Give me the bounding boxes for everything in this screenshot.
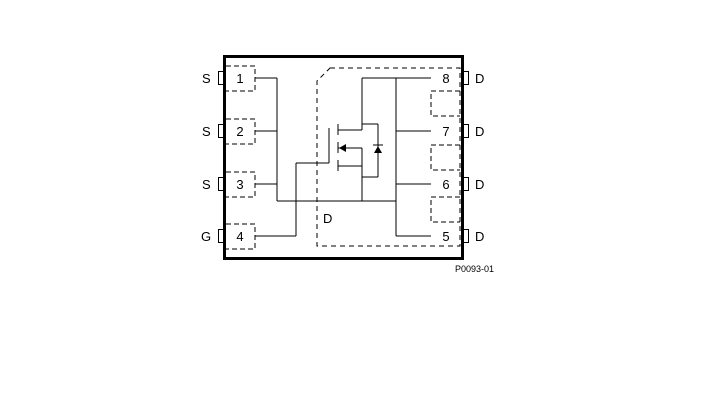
pin-8-number: 8 bbox=[442, 71, 449, 86]
pin-5-name: D bbox=[475, 229, 484, 244]
pin-6-name: D bbox=[475, 177, 484, 192]
drain-pad-label: D bbox=[323, 211, 332, 226]
package-outline bbox=[223, 55, 464, 260]
gate-wiring bbox=[255, 128, 330, 237]
right-pins: 8 D 7 D 6 D 5 D bbox=[442, 71, 484, 244]
pin-tab-6 bbox=[463, 177, 469, 191]
pin-tab-1 bbox=[218, 71, 224, 85]
pin-3-name: S bbox=[202, 177, 211, 192]
left-pin-pads bbox=[226, 65, 256, 250]
figure-id: P0093-01 bbox=[455, 264, 494, 274]
left-pin-tabs bbox=[218, 71, 224, 243]
pin-1-name: S bbox=[202, 71, 211, 86]
pin-pad-8 bbox=[430, 90, 460, 117]
pin-8-name: D bbox=[475, 71, 484, 86]
pin-tab-5 bbox=[463, 229, 469, 243]
right-pin-tabs bbox=[463, 71, 469, 243]
pin-4-number: 4 bbox=[236, 229, 243, 244]
left-pins: S 1 S 2 S 3 G 4 bbox=[201, 71, 244, 244]
pin-pad-6 bbox=[430, 196, 460, 223]
pin-4-name: G bbox=[201, 229, 211, 244]
body-arrow-icon bbox=[339, 144, 346, 152]
drain-pad-outline bbox=[316, 67, 461, 247]
pin-tab-4 bbox=[218, 229, 224, 243]
mosfet-symbol bbox=[337, 78, 383, 201]
pin-tab-3 bbox=[218, 177, 224, 191]
pin-2-number: 2 bbox=[236, 124, 243, 139]
drain-wiring bbox=[362, 77, 431, 237]
pin-1-number: 1 bbox=[236, 71, 243, 86]
pin-7-name: D bbox=[475, 124, 484, 139]
pin-3-number: 3 bbox=[236, 177, 243, 192]
pin-tab-2 bbox=[218, 124, 224, 138]
pin-tab-8 bbox=[463, 71, 469, 85]
pin-pad-7 bbox=[430, 144, 460, 171]
pin-7-number: 7 bbox=[442, 124, 449, 139]
pin-5-number: 5 bbox=[442, 229, 449, 244]
pin-2-name: S bbox=[202, 124, 211, 139]
diode-icon bbox=[374, 146, 382, 153]
pin-tab-7 bbox=[463, 124, 469, 138]
source-wiring bbox=[255, 77, 396, 202]
right-pin-pads bbox=[430, 90, 460, 223]
pin-6-number: 6 bbox=[442, 177, 449, 192]
